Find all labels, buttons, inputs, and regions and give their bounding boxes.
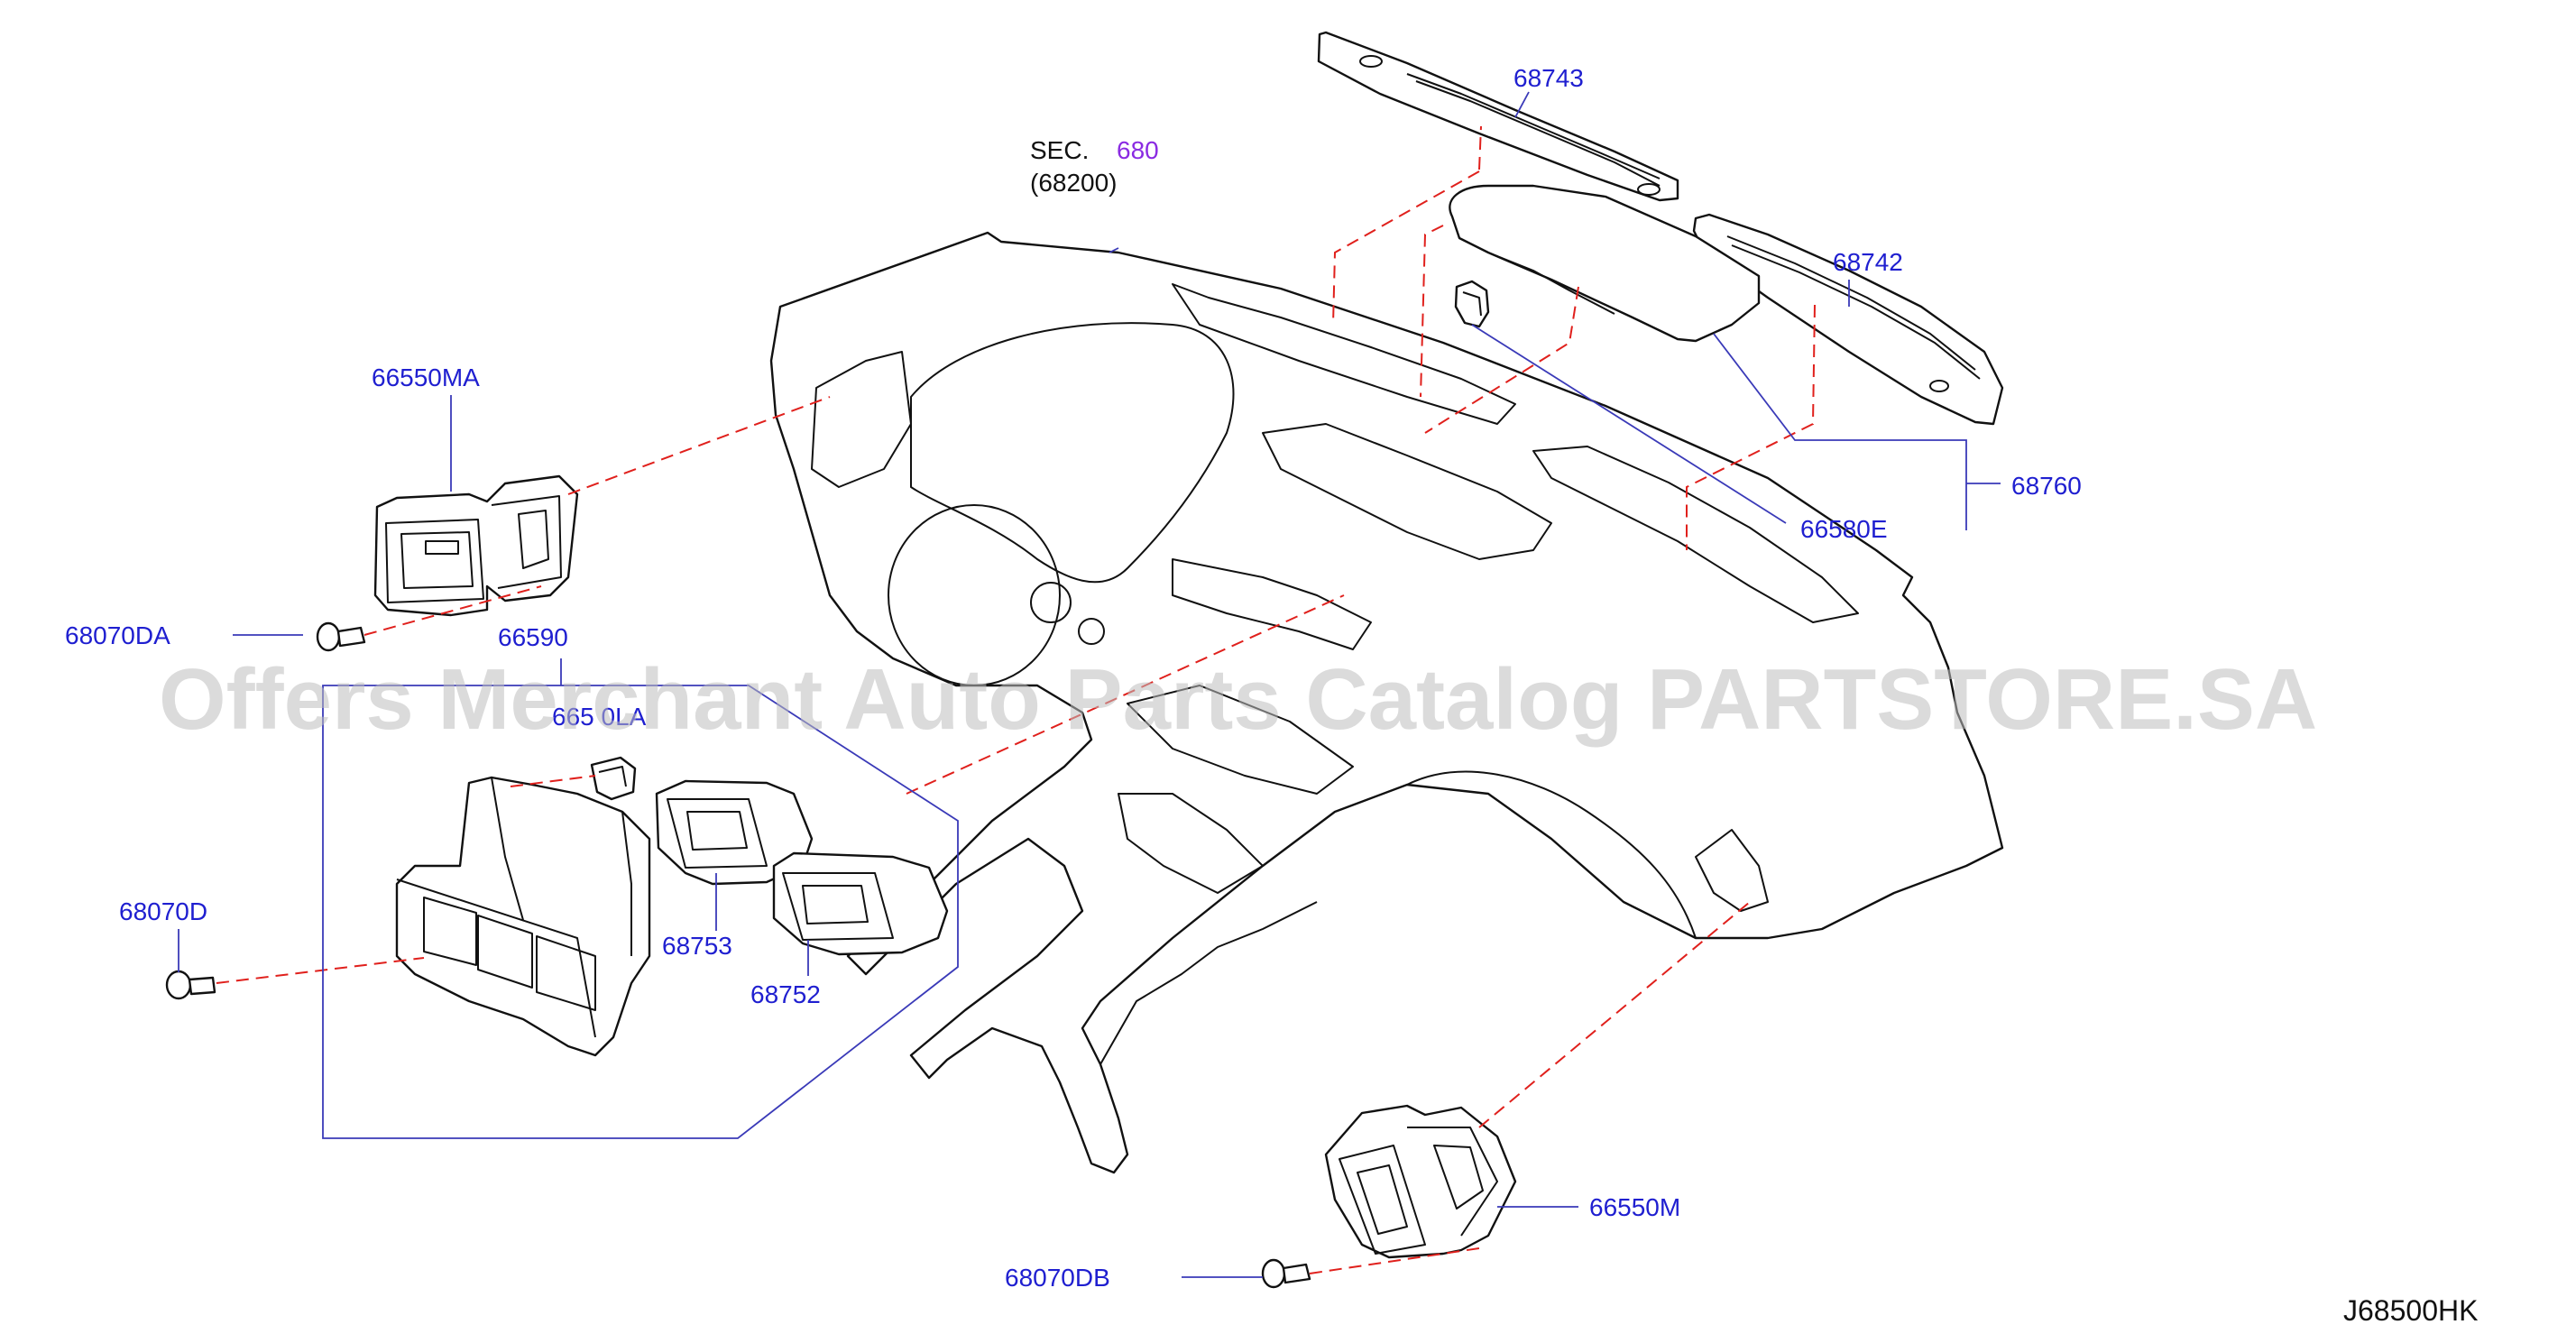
screw-68070D — [165, 970, 216, 1000]
callout-68070D: 68070D — [119, 897, 207, 925]
callout-68070DA: 68070DA — [65, 621, 170, 649]
screw-68070DB — [1261, 1258, 1311, 1289]
callout-68070DB: 68070DB — [1005, 1264, 1110, 1292]
callout-66580E: 66580E — [1800, 515, 1888, 543]
side-vent-left — [373, 474, 579, 617]
side-vent-right — [1324, 1104, 1517, 1259]
assembly-lines — [216, 125, 1816, 1274]
center-vent-68752 — [772, 851, 949, 956]
leader-lines — [178, 91, 2001, 1278]
watermark: Offers Merchant Auto Parts Catalog PARTS… — [159, 651, 2317, 748]
screw-68070DA — [316, 621, 366, 652]
section-prefix: SEC. — [1030, 136, 1089, 164]
defroster-grille-upper — [1317, 31, 1679, 202]
section-number: 680 — [1117, 136, 1159, 164]
callout-68760: 68760 — [2011, 472, 2082, 500]
callout-66550M: 66550M — [1589, 1193, 1680, 1221]
center-finisher — [395, 776, 651, 1057]
callout-68742: 68742 — [1833, 248, 1903, 276]
section-sub: (68200) — [1030, 169, 1118, 197]
callout-66590: 66590 — [498, 623, 568, 651]
callout-66550MA: 66550MA — [372, 363, 480, 391]
callout-labels: SEC. 680 (68200) 68743 68742 68760 66580… — [65, 64, 2478, 1327]
clip-66580E — [1454, 280, 1490, 328]
callout-68753: 68753 — [662, 932, 732, 960]
callout-66590LA: 665 0LA — [552, 703, 647, 731]
callout-68752: 68752 — [750, 980, 821, 1008]
callout-68743: 68743 — [1513, 64, 1584, 92]
clip-66590LA — [590, 756, 637, 801]
airbag-lid-panel — [1449, 184, 1761, 343]
instrument-panel — [769, 231, 2004, 1174]
diagram-code: J68500HK — [2343, 1294, 2478, 1327]
